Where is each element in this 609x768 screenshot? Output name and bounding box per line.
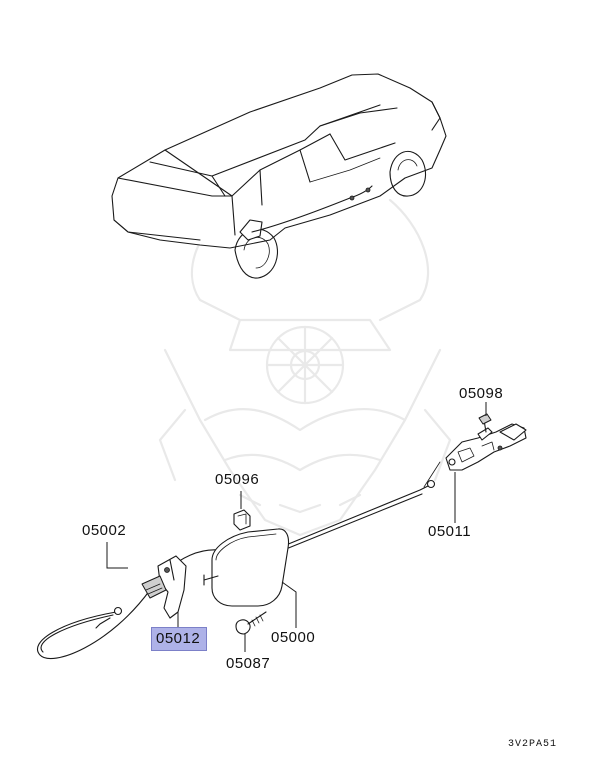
bracket-05096 [233,509,251,531]
drawing-code: 3V2PA51 [508,739,558,750]
callout-05002: 05002 [82,522,127,539]
watermark-logo [158,198,452,537]
bolt-05087 [235,611,267,635]
callout-05096: 05096 [215,471,260,488]
car-illustration [111,73,447,279]
callout-05011: 05011 [428,523,472,540]
release-lever [141,555,187,619]
leader-lines [106,402,487,652]
fuel-filler-door [203,528,290,607]
callout-05087: 05087 [226,655,271,672]
callout-05012-highlighted[interactable]: 05012 [151,627,208,651]
lock-actuator [445,413,527,471]
lid-lock-cable [285,461,441,550]
callout-05000: 05000 [271,629,316,646]
callout-05098: 05098 [459,385,504,402]
